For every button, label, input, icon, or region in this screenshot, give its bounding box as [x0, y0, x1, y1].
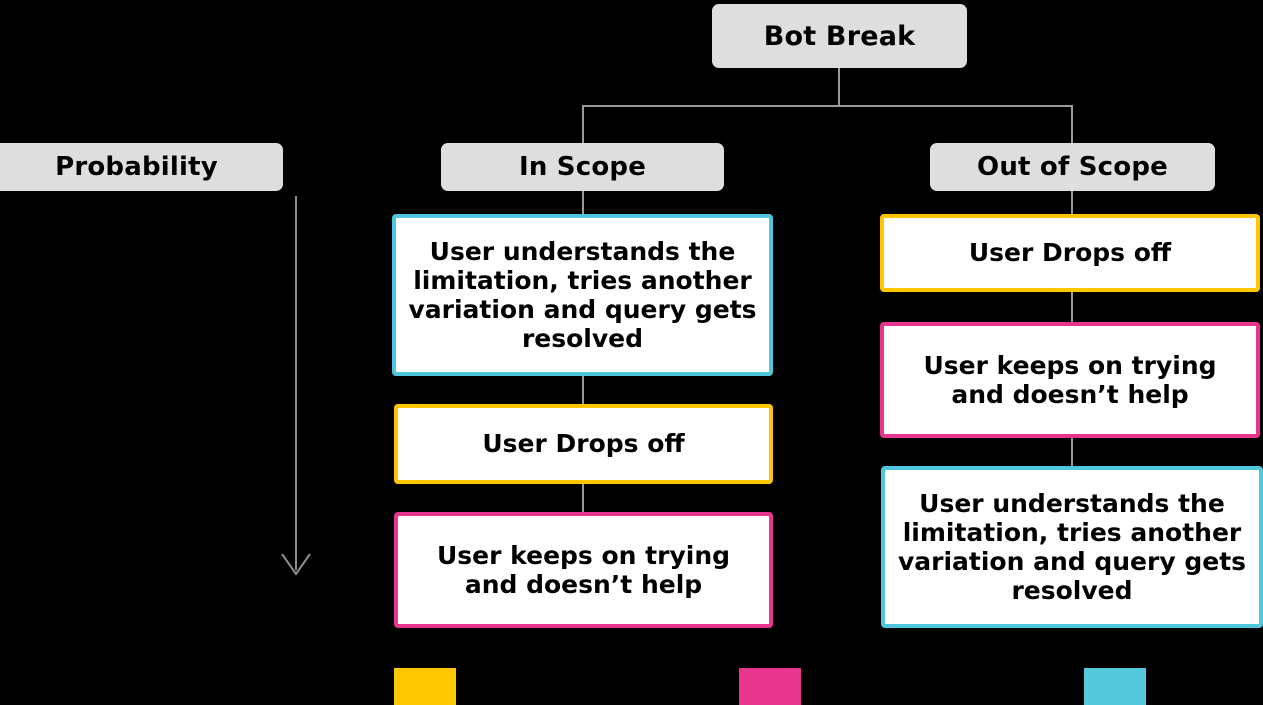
card-out-of-scope-2-text: User keeps on trying and doesn’t help — [923, 350, 1217, 409]
node-bot-break[interactable]: Bot Break — [712, 4, 967, 68]
card-in-scope-3[interactable]: User keeps on trying and doesn’t help — [394, 512, 773, 628]
card-in-scope-1-text: User understands the limitation, tries a… — [408, 236, 757, 354]
card-in-scope-2[interactable]: User Drops off — [394, 404, 773, 484]
header-probability-label: Probability — [55, 152, 218, 182]
card-in-scope-2-text: User Drops off — [482, 429, 685, 459]
card-out-of-scope-1-text: User Drops off — [968, 238, 1172, 268]
connector-to-in-scope — [582, 105, 584, 145]
header-out-of-scope[interactable]: Out of Scope — [930, 143, 1215, 191]
card-out-of-scope-3-text: User understands the limitation, tries a… — [897, 488, 1247, 606]
header-out-of-scope-label: Out of Scope — [977, 152, 1168, 182]
legend-yellow-swatch — [394, 668, 456, 705]
card-in-scope-1[interactable]: User understands the limitation, tries a… — [392, 214, 773, 376]
connector-root-bus — [582, 105, 1073, 107]
card-in-scope-3-text: User keeps on trying and doesn’t help — [436, 540, 731, 599]
connector-root-stem — [838, 68, 840, 107]
header-in-scope-label: In Scope — [518, 152, 647, 182]
legend-magenta-swatch — [739, 668, 801, 705]
header-in-scope[interactable]: In Scope — [441, 143, 724, 191]
card-out-of-scope-3[interactable]: User understands the limitation, tries a… — [881, 466, 1263, 628]
legend-cyan-swatch — [1084, 668, 1146, 705]
connector-out-of-scope-spine — [1071, 145, 1073, 483]
probability-arrow — [281, 196, 311, 576]
card-out-of-scope-2[interactable]: User keeps on trying and doesn’t help — [880, 322, 1260, 438]
card-out-of-scope-1[interactable]: User Drops off — [880, 214, 1260, 292]
header-probability[interactable]: Probability — [0, 143, 283, 191]
node-bot-break-label: Bot Break — [763, 20, 916, 52]
connector-to-out-of-scope — [1071, 105, 1073, 145]
